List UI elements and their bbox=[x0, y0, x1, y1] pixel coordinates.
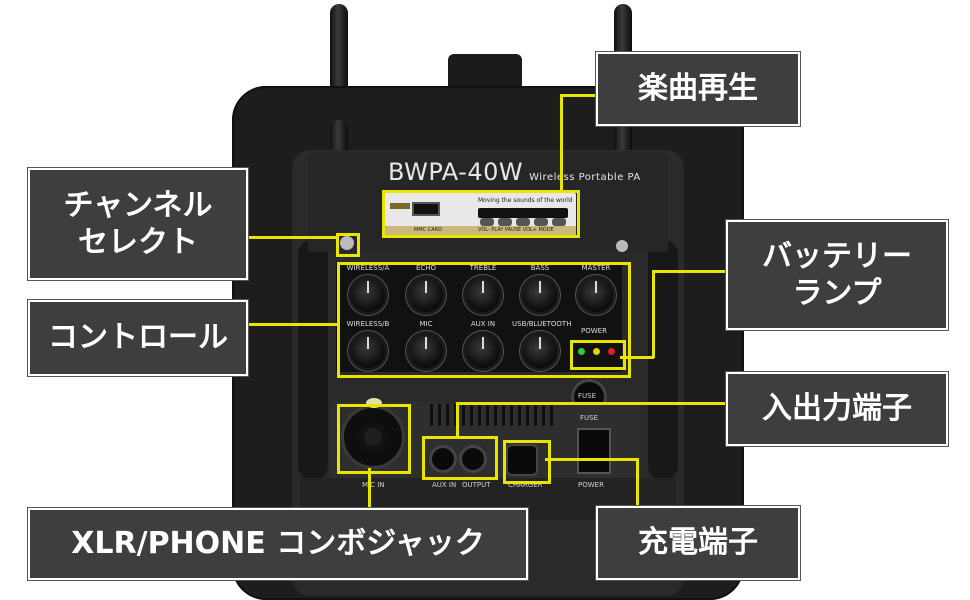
player-button[interactable] bbox=[480, 218, 494, 226]
power-switch[interactable] bbox=[577, 428, 611, 474]
leader-line bbox=[456, 402, 726, 405]
knob-label: MIC bbox=[419, 320, 433, 328]
card-slot[interactable] bbox=[478, 208, 568, 218]
strip-label-controls: VOL- PLAY PAUSE VOL+ MODE bbox=[478, 227, 554, 233]
callout-charge-terminal: 充電端子 bbox=[595, 505, 801, 581]
highlight-io bbox=[422, 436, 498, 480]
callout-channel-select: チャンネル セレクト bbox=[27, 167, 249, 281]
leader-line bbox=[652, 270, 726, 273]
vent-grill bbox=[430, 404, 558, 426]
xlr-combo-jack[interactable] bbox=[344, 408, 402, 466]
knob-bass[interactable] bbox=[523, 278, 557, 312]
player-button[interactable] bbox=[516, 218, 530, 226]
highlight-channel-select bbox=[336, 233, 360, 257]
highlight-player bbox=[382, 190, 580, 238]
knob-label: BASS bbox=[530, 264, 550, 272]
highlight-battery-lamp bbox=[570, 340, 626, 370]
knob-label: WIRELESS/A bbox=[346, 264, 390, 272]
knob-wireless-b[interactable] bbox=[351, 334, 385, 368]
leader-line bbox=[545, 458, 639, 461]
highlight-controls bbox=[337, 262, 631, 378]
leader-line bbox=[636, 458, 639, 506]
knob-usb-bluetooth[interactable] bbox=[523, 334, 557, 368]
player-button[interactable] bbox=[552, 218, 566, 226]
player-button[interactable] bbox=[498, 218, 512, 226]
leader-line bbox=[244, 323, 338, 326]
knob-treble[interactable] bbox=[466, 278, 500, 312]
battery-led-red bbox=[608, 348, 615, 355]
music-player-module: Moving the sounds of the world MMC CARD … bbox=[384, 192, 576, 236]
leader-line bbox=[560, 94, 563, 192]
player-tagline: Moving the sounds of the world bbox=[478, 197, 573, 204]
usb-port[interactable] bbox=[412, 202, 440, 216]
strip-label-card: MMC CARD bbox=[414, 227, 442, 233]
jack-label-charger: CHARGER bbox=[508, 481, 543, 489]
power-switch-label-top: FUSE bbox=[580, 414, 599, 422]
aux-in-jack[interactable] bbox=[432, 448, 454, 470]
leader-line bbox=[560, 94, 598, 97]
charger-jack[interactable] bbox=[508, 446, 536, 474]
player-buttons bbox=[480, 218, 566, 226]
knob-master[interactable] bbox=[579, 278, 613, 312]
usb-logo bbox=[390, 203, 410, 209]
knob-mic[interactable] bbox=[409, 334, 443, 368]
knob-label: TREBLE bbox=[469, 264, 497, 272]
leader-line bbox=[620, 356, 654, 359]
channel-select-dial-right[interactable] bbox=[616, 240, 628, 252]
output-jack[interactable] bbox=[462, 448, 484, 470]
battery-led-green bbox=[578, 348, 585, 355]
knob-label: WIRELESS/B bbox=[346, 320, 390, 328]
callout-music-playback: 楽曲再生 bbox=[595, 51, 801, 127]
callout-xlr-jack: XLR/PHONE コンボジャック bbox=[27, 507, 529, 581]
knob-label: USB/BLUETOOTH bbox=[512, 320, 572, 328]
jack-label-power: POWER bbox=[578, 481, 604, 489]
leader-line bbox=[368, 468, 371, 510]
player-button[interactable] bbox=[534, 218, 548, 226]
knob-aux-in[interactable] bbox=[466, 334, 500, 368]
release-tab[interactable] bbox=[366, 398, 382, 408]
leader-line bbox=[652, 270, 655, 358]
jack-label-aux-in: AUX IN bbox=[432, 481, 457, 489]
highlight-charger bbox=[503, 440, 551, 484]
knob-label: MASTER bbox=[581, 264, 611, 272]
leader-line bbox=[456, 402, 459, 438]
power-label: POWER bbox=[581, 327, 607, 335]
battery-led-yellow bbox=[593, 348, 600, 355]
side-rail-left bbox=[298, 240, 328, 480]
callout-controls: コントロール bbox=[27, 299, 249, 377]
knob-label: ECHO bbox=[415, 264, 437, 272]
jack-label-mic-in: MIC IN bbox=[362, 481, 385, 489]
knob-label: AUX IN bbox=[470, 320, 496, 328]
knob-echo[interactable] bbox=[409, 278, 443, 312]
leader-line bbox=[244, 236, 338, 239]
player-label-strip: MMC CARD VOL- PLAY PAUSE VOL+ MODE bbox=[384, 226, 576, 236]
fuse-holder-label: FUSE bbox=[578, 392, 597, 400]
highlight-xlr bbox=[337, 404, 411, 474]
channel-select-dial[interactable] bbox=[340, 236, 354, 250]
jack-label-output: OUTPUT bbox=[462, 481, 491, 489]
callout-battery-lamp: バッテリー ランプ bbox=[725, 219, 949, 331]
knob-wireless-a[interactable] bbox=[351, 278, 385, 312]
callout-io-terminals: 入出力端子 bbox=[725, 371, 949, 447]
